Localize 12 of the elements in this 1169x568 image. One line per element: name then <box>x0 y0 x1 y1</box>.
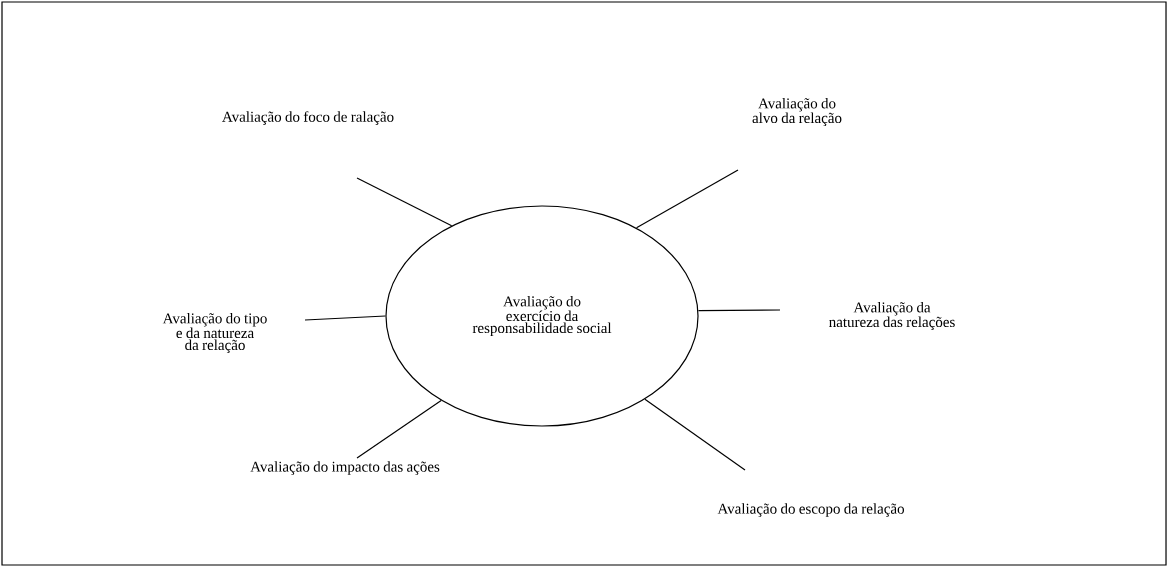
connector-line <box>697 309 781 312</box>
connector-line <box>644 398 746 471</box>
text-label: Avaliação do foco de ralação <box>222 111 394 125</box>
text-label: Avaliação do impacto das ações <box>250 461 440 475</box>
connector-line <box>356 400 442 459</box>
text-label: Avaliação da natureza das relações <box>829 301 955 331</box>
text-label: Avaliação do escopo da relação <box>717 503 904 517</box>
connector-line <box>304 315 386 321</box>
connector-line <box>356 177 453 227</box>
text-label: Avaliação do alvo da relação <box>752 97 842 127</box>
text-label: Avaliação do tipo e da natureza da relação <box>162 312 267 354</box>
connector-line <box>635 169 739 229</box>
